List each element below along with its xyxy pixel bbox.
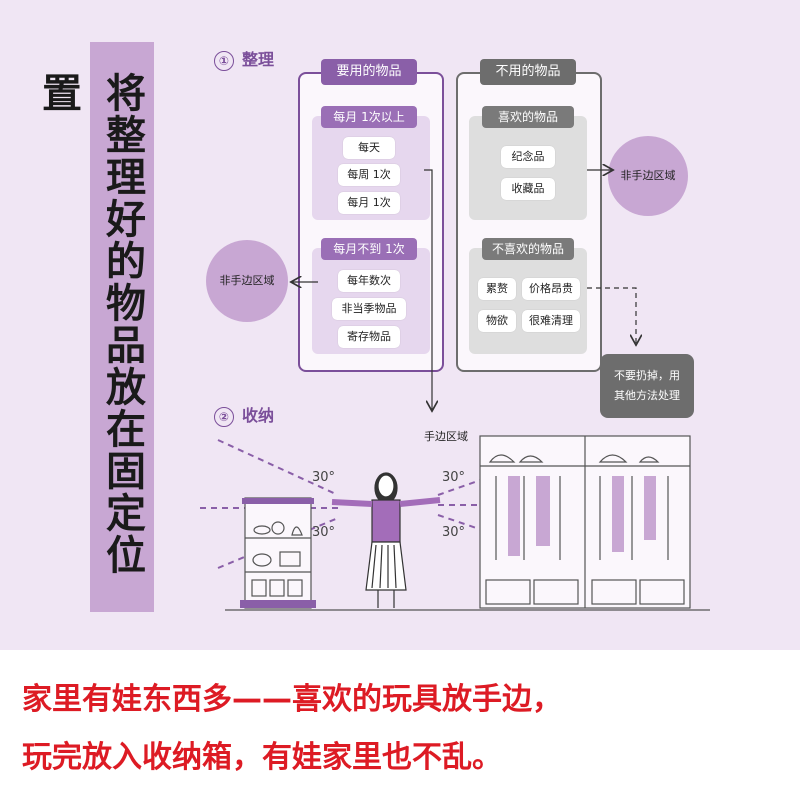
diagram-panel: 将整理好的物品放在固定位置 ① 整理 要用的物品 每月 1次以上 每天 每周 1次… <box>0 0 800 650</box>
item-collection: 收藏品 <box>501 178 555 200</box>
page-title: 将整理好的物品放在固定位置 <box>35 72 145 576</box>
non-hand-area-right: 非手边区域 <box>608 136 688 216</box>
bottom-caption: 家里有娃东西多——喜欢的玩具放手边， 玩完放入收纳箱，有娃家里也不乱。 <box>0 650 800 800</box>
item-weekly: 每周 1次 <box>338 164 400 186</box>
vertical-title-bar: 将整理好的物品放在固定位置 <box>35 42 154 612</box>
item-burden: 累赘 <box>478 278 516 300</box>
left-shelf <box>240 497 316 609</box>
disliked-group <box>469 248 587 354</box>
item-desire: 物欲 <box>478 310 516 332</box>
item-hard-to-clean: 很难清理 <box>522 310 580 332</box>
wardrobe <box>479 435 691 609</box>
liked-group <box>469 116 587 220</box>
item-daily: 每天 <box>343 137 395 159</box>
angle-left-upper: 30° <box>312 470 336 485</box>
arrow-to-hand-area <box>424 169 432 410</box>
section-2-text: 收纳 <box>242 406 275 425</box>
section-1-number: ① <box>214 50 234 71</box>
section-2-label: ② 收纳 <box>214 402 274 427</box>
disliked-header: 不喜欢的物品 <box>482 238 574 260</box>
hand-area-label: 手边区域 <box>424 430 468 443</box>
dispose-note-line-2: 其他方法处理 <box>614 389 680 402</box>
section-1-label: ① 整理 <box>214 46 274 71</box>
angle-right-upper: 30° <box>442 470 466 485</box>
item-souvenir: 纪念品 <box>501 146 555 168</box>
item-expensive: 价格昂贵 <box>522 278 580 300</box>
caption-line-1: 家里有娃东西多——喜欢的玩具放手边， <box>22 682 562 717</box>
item-offseason: 非当季物品 <box>332 298 406 320</box>
monthly-plus-header: 每月 1次以上 <box>321 106 417 128</box>
diagram-illustration <box>200 0 710 611</box>
non-hand-area-left: 非手边区域 <box>206 240 288 322</box>
person-figure <box>331 472 441 608</box>
item-monthly: 每月 1次 <box>338 192 400 214</box>
section-2-number: ② <box>214 406 234 427</box>
dispose-note-line-1: 不要扔掉，用 <box>614 369 680 382</box>
liked-header: 喜欢的物品 <box>482 106 574 128</box>
reach-line-left-upper <box>217 439 339 496</box>
angle-left-lower: 30° <box>312 525 336 540</box>
section-1-text: 整理 <box>242 50 275 69</box>
monthly-less-header: 每月不到 1次 <box>321 238 417 260</box>
item-stored: 寄存物品 <box>338 326 400 348</box>
item-yearly: 每年数次 <box>338 270 400 292</box>
arrow-to-dispose-note <box>587 287 636 344</box>
caption-line-2: 玩完放入收纳箱，有娃家里也不乱。 <box>22 740 502 775</box>
used-items-header: 要用的物品 <box>321 59 417 85</box>
dispose-note: 不要扔掉，用 其他方法处理 <box>600 354 694 418</box>
unused-items-header: 不用的物品 <box>480 59 576 85</box>
angle-right-lower: 30° <box>442 525 466 540</box>
